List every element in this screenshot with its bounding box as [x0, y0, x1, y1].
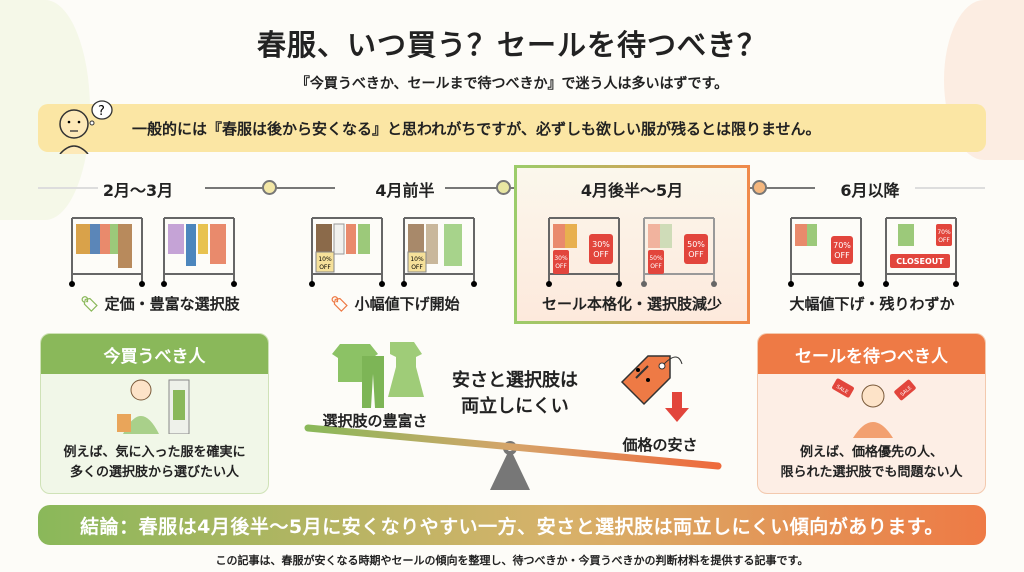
intro-banner: 一般的には『春服は後から安くなる』と思われがちですが、必ずしも欲しい服が残るとは… [38, 104, 986, 152]
timeline-dot [752, 180, 767, 195]
clothing-rack-icon [161, 217, 237, 287]
period-label: 6月以降 [840, 181, 900, 200]
timeline-line [38, 187, 98, 189]
tag-text: 10% [410, 256, 424, 263]
timeline-line [445, 187, 535, 189]
tag-text: OFF [411, 264, 423, 271]
center-line: 安さと選択肢は [452, 370, 578, 391]
seesaw-right-label: 価格の安さ [622, 436, 698, 454]
period-caption: 大幅値下げ・残りわずか [789, 295, 955, 313]
woman-shopping-illustration [117, 379, 190, 434]
page-title: 春服、いつ買う？セールを待つべき？ [256, 28, 767, 62]
card-desc: 多くの選択肢から選びたい人 [69, 465, 239, 480]
card-title: セールを待つべき人 [758, 334, 985, 374]
card-title: 今買うべき人 [41, 334, 268, 374]
timeline-dot [496, 180, 511, 195]
closeout-text: CLOSEOUT [896, 257, 944, 266]
period-label: 4月後半〜5月 [580, 181, 684, 200]
tag-text: 30% [554, 255, 568, 262]
discount-tag-icon: 🏷 [330, 295, 350, 313]
buy-now-card: 今買うべき人 例えば、気に入った服を確実に多くの選択肢から選びたい人 [40, 333, 269, 494]
tag-text: OFF [688, 250, 704, 259]
price-tag-icon: 🏷 [80, 295, 100, 313]
seesaw-center-text: 安さと選択肢は 両立しにくい [430, 368, 600, 420]
tag-text: OFF [650, 263, 662, 270]
card-desc: 例えば、気に入った服を確実に [63, 445, 246, 460]
clothing-rack-icon: 70%OFF CLOSEOUT [883, 217, 959, 287]
clothing-rack-icon [69, 217, 145, 287]
tag-text: 30% [592, 240, 610, 249]
woman-sale-illustration: SALE SALE [832, 378, 916, 438]
period-label: 4月前半 [375, 181, 435, 200]
tag-text: 50% [687, 240, 705, 249]
caption-text: 小幅値下げ開始 [354, 295, 460, 313]
period-caption: 🏷 定価・豊富な選択肢 [50, 293, 270, 314]
conclusion-bar: 結論：春服は4月後半〜5月に安くなりやすい一方、安さと選択肢は両立しにくい傾向が… [38, 505, 986, 545]
clothing-rack-icon: 70%OFF [788, 217, 864, 287]
sale-tag-text: SALE [835, 384, 849, 396]
clothing-rack-icon: 10% OFF [401, 217, 477, 287]
tag-text: 10% [318, 256, 332, 263]
clothing-rack-icon: 10% OFF [309, 217, 385, 287]
svg-text:?: ? [98, 104, 105, 119]
clothing-rack-icon: 30%OFF 30%OFF [546, 217, 622, 287]
thinking-person-icon: ? [59, 100, 113, 154]
card-desc: 限られた選択肢でも問題ない人 [780, 465, 963, 480]
footer-note: この記事は、春服が安くなる時期やセールの傾向を整理し、待つべきか・今買うべきかの… [215, 554, 809, 567]
page-subtitle: 『今買うべきか、セールまで待つべきか』で迷う人は多いはずです。 [295, 76, 729, 92]
tag-text: OFF [593, 250, 609, 259]
period-label: 2月〜3月 [102, 181, 174, 200]
tag-text: OFF [555, 263, 567, 270]
wait-sale-card: セールを待つべき人 SALE SALE 例えば、価格優先の人、限られた選択肢でも… [757, 333, 986, 494]
timeline-line [915, 187, 985, 189]
center-line: 両立しにくい [461, 396, 569, 417]
period-caption: セール本格化・選択肢減少 [541, 295, 722, 313]
clothing-rack-icon: 50%OFF 50%OFF [641, 217, 717, 287]
tag-text: 50% [649, 255, 663, 262]
clothes-icon [332, 342, 424, 408]
tag-text: 70% [937, 229, 951, 236]
seesaw-left-label: 選択肢の豊富さ [322, 412, 428, 430]
tag-text: OFF [319, 264, 331, 271]
tag-text: 70% [833, 241, 851, 250]
tag-text: OFF [834, 251, 850, 260]
seesaw-illustration [304, 424, 722, 490]
period-caption: 🏷 小幅値下げ開始 [285, 293, 505, 314]
tag-text: OFF [938, 237, 950, 244]
timeline-dot [262, 180, 277, 195]
price-down-tag-icon [620, 355, 689, 422]
caption-text: 定価・豊富な選択肢 [104, 295, 240, 313]
banner-text: 一般的には『春服は後から安くなる』と思われがちですが、必ずしも欲しい服が残るとは… [132, 119, 821, 138]
card-desc: 例えば、価格優先の人、 [799, 445, 943, 460]
